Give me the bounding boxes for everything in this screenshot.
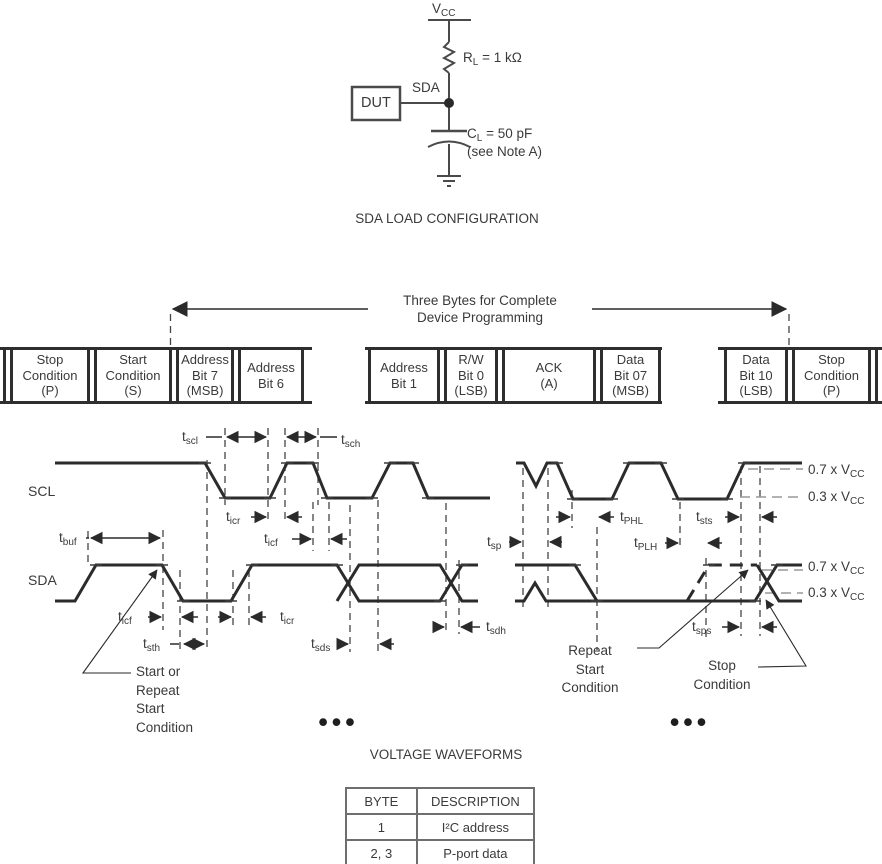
note-pointers — [81, 569, 807, 674]
three-bytes-arrow — [169, 301, 790, 346]
cell-byte-1: 1 — [345, 813, 418, 841]
stop-condition-note: Stop Condition — [693, 658, 751, 692]
timing-label-tsds: tsds — [311, 636, 331, 654]
sda-spike — [515, 580, 597, 603]
waveform-sda — [55, 563, 802, 603]
timing-label-tsdh: tsdh — [486, 619, 506, 637]
sda-load-circuit — [350, 19, 471, 187]
cell-ack: ACK (A) — [502, 350, 596, 401]
cell-desc-1: I²C address — [415, 813, 536, 841]
sda-axis-label: SDA — [28, 572, 57, 588]
bar-edge-stub — [0, 350, 6, 401]
threshold-07vcc-sda: 0.7 x VCC — [808, 559, 865, 577]
waveforms-caption: VOLTAGE WAVEFORMS — [369, 747, 523, 762]
timing-label-ticr-sda: ticr — [280, 609, 295, 627]
timing-label-tsps: tsps — [692, 619, 712, 637]
cl-note-label: (see Note A) — [467, 144, 543, 159]
cl-value-label: CL = 50 pF — [467, 126, 533, 144]
threshold-dashes — [740, 468, 803, 594]
cell-stop-condition-p2: Stop Condition (P) — [792, 350, 871, 401]
dut-label: DUT — [361, 95, 391, 111]
timing-label-ticr-scl: ticr — [226, 509, 241, 527]
cell-stop-condition-p: Stop Condition (P) — [10, 350, 90, 401]
header-description: DESCRIPTION — [415, 787, 536, 815]
repeat-start-note: Repeat Start Condition — [561, 643, 619, 695]
byte-sequence-bar: Stop Condition (P) Start Condition (S) A… — [0, 347, 882, 737]
capacitor-bottom-plate — [427, 140, 471, 148]
timing-arrows — [86, 430, 777, 651]
bar-ellipsis-1: ••• — [318, 707, 359, 737]
table-header-row: BYTE DESCRIPTION — [345, 787, 536, 815]
sda-net-label: SDA — [412, 80, 440, 95]
threshold-03vcc-scl: 0.3 x VCC — [808, 489, 865, 507]
sda-node-dot — [444, 98, 454, 108]
cell-rw-bit0: R/W Bit 0 (LSB) — [444, 350, 498, 401]
timing-label-ticf-sda: ticf — [118, 609, 132, 627]
scl-axis-label: SCL — [28, 483, 56, 499]
timing-label-tsp: tsp — [487, 534, 502, 552]
timing-label-tscl: tscl — [182, 429, 198, 447]
bar-group-3: Data Bit 10 (LSB) Stop Condition (P) — [718, 347, 882, 404]
cell-data-bit10: Data Bit 10 (LSB) — [724, 350, 788, 401]
corner-ticks — [90, 462, 783, 602]
bar-group-1: Stop Condition (P) Start Condition (S) A… — [0, 347, 312, 404]
timing-label-tsts: tsts — [696, 509, 713, 527]
cell-address-bit6: Address Bit 6 — [238, 350, 304, 401]
three-bytes-label: Three Bytes for Complete Device Programm… — [403, 293, 557, 325]
bar-ellipsis-2: ••• — [669, 707, 711, 737]
cell-start-condition-s: Start Condition (S) — [94, 350, 172, 401]
cell-data-bit07: Data Bit 07 (MSB) — [600, 350, 661, 401]
resistor-symbol — [441, 41, 457, 74]
timing-label-tphl: tPHL — [620, 509, 644, 527]
cell-desc-2: P-port data — [415, 839, 536, 864]
start-condition-note: Start or Repeat Start Condition — [136, 664, 194, 735]
cell-byte-2: 2, 3 — [345, 839, 418, 864]
timing-label-tsth: tsth — [143, 636, 161, 654]
timing-label-tplh: tPLH — [634, 535, 658, 553]
threshold-03vcc-sda: 0.3 x VCC — [808, 585, 865, 603]
threshold-07vcc-scl: 0.7 x VCC — [808, 462, 865, 480]
table-row: 1 I²C address — [345, 813, 536, 841]
vcc-label: VCC — [432, 1, 456, 19]
sda-dashed-repeat-start — [685, 563, 757, 602]
timing-label-ticf-scl: ticf — [264, 531, 278, 549]
byte-description-table: BYTE DESCRIPTION 1 I²C address 2, 3 P-po… — [345, 787, 536, 864]
cell-address-bit7: Address Bit 7 (MSB) — [176, 350, 234, 401]
timing-label-tbuf: tbuf — [59, 530, 77, 548]
waveform-scl — [55, 461, 802, 501]
timing-label-tsch: tsch — [341, 432, 361, 450]
rl-value-label: RL = 1 kΩ — [463, 50, 522, 68]
cell-address-bit1: Address Bit 1 — [368, 350, 440, 401]
circuit-caption: SDA LOAD CONFIGURATION — [355, 211, 539, 226]
bar-edge-stub — [875, 350, 880, 401]
header-byte: BYTE — [345, 787, 418, 815]
table-row: 2, 3 P-port data — [345, 839, 536, 864]
bar-group-2: Address Bit 1 R/W Bit 0 (LSB) ACK (A) Da… — [365, 347, 662, 404]
